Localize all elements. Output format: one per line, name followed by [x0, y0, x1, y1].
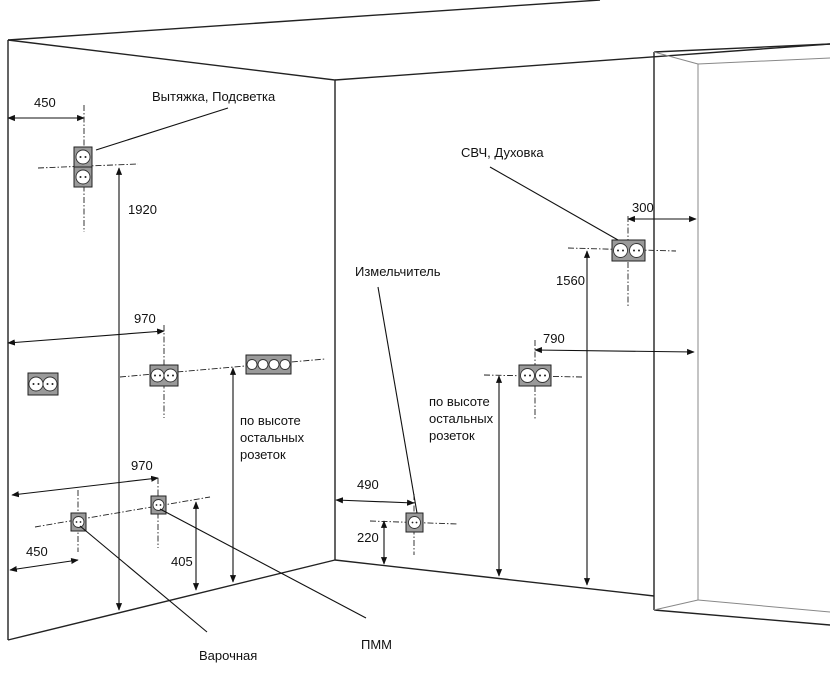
leader-hob [79, 525, 208, 633]
dim-grinder-height: 220 [357, 530, 379, 545]
label-hob: Варочная [199, 648, 257, 663]
label-same-height-right-3: розеток [429, 428, 475, 443]
socket-right-middle-double [518, 364, 552, 387]
dimension-lines [7, 114, 697, 611]
dim-lower-left-offset: 450 [26, 544, 48, 559]
label-same-height-left-1: по высоте [240, 413, 301, 428]
ceiling-right-edge [334, 43, 830, 81]
cabinet-inner-bottom [653, 599, 699, 611]
dim-middle-offset: 970 [134, 311, 156, 326]
dim-grinder-offset-line [335, 497, 415, 506]
dim-hood-height: 1920 [128, 202, 157, 217]
label-same-height-right-1: по высоте [429, 394, 490, 409]
dim-right-mid-offset-line [534, 347, 695, 355]
center-axes [34, 105, 677, 555]
sockets [27, 146, 646, 533]
label-hood: Вытяжка, Подсветка [152, 89, 276, 104]
floor-right-edge [334, 559, 655, 597]
socket-dishwasher [150, 495, 167, 515]
dim-lower-height: 405 [171, 554, 193, 569]
label-dishwasher: ПММ [361, 637, 392, 652]
leader-grinder [377, 286, 418, 514]
room-outline [7, 0, 830, 641]
socket-microwave-double [611, 239, 646, 262]
dim-lower-offset: 970 [131, 458, 153, 473]
socket-middle-double [149, 364, 179, 387]
ceiling-left-edge [7, 0, 601, 41]
label-same-height-left-3: розеток [240, 447, 286, 462]
socket-hood-top [73, 146, 93, 168]
label-same-height-right-2: остальных [429, 411, 494, 426]
dim-right-mid-offset: 790 [543, 331, 565, 346]
lower-axis-h [34, 496, 211, 528]
leader-lines [79, 107, 619, 633]
cabinet-inner-top-right [697, 57, 830, 65]
socket-left-double [27, 372, 59, 396]
floor-left-edge [7, 559, 336, 641]
label-grinder: Измельчитель [355, 264, 441, 279]
cabinet-inner-bottom-right [697, 599, 830, 613]
dim-middle-offset-line [7, 328, 165, 346]
text-labels: Вытяжка, Подсветка СВЧ, Духовка Измельчи… [26, 89, 654, 663]
leader-microwave [489, 166, 619, 241]
dim-lower-offset-line [11, 475, 159, 498]
dim-microwave-height: 1560 [556, 273, 585, 288]
socket-quad [245, 354, 292, 375]
cabinet-bottom-edge [653, 609, 830, 626]
socket-hood-bottom [73, 166, 93, 188]
leader-hood [95, 107, 229, 151]
leader-dishwasher [159, 508, 367, 619]
socket-grinder [405, 512, 424, 533]
label-same-height-left-2: остальных [240, 430, 305, 445]
socket-hob [70, 512, 87, 532]
cabinet-inner-top [653, 51, 699, 65]
dim-grinder-offset: 490 [357, 477, 379, 492]
cabinet-top-edge [653, 43, 830, 53]
dim-hood-offset: 450 [34, 95, 56, 110]
dim-lower-left-offset-line [9, 557, 79, 573]
dim-microwave-offset: 300 [632, 200, 654, 215]
label-microwave: СВЧ, Духовка [461, 145, 544, 160]
